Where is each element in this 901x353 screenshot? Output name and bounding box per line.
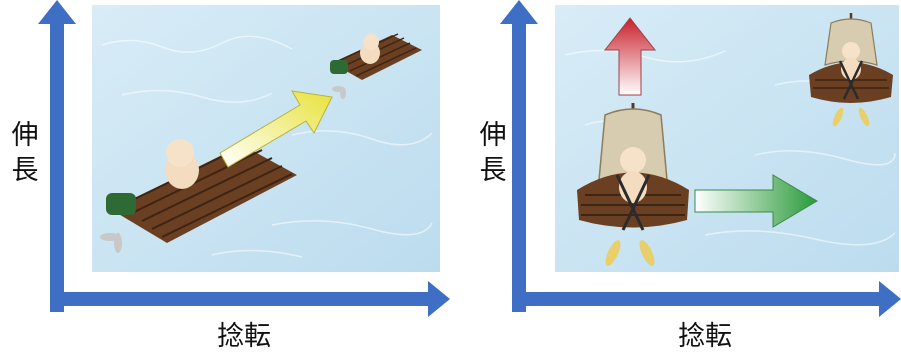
up-arrow [603,17,657,96]
motor-icon [330,60,348,74]
left-y-axis [50,22,64,312]
propeller-icon [100,233,122,253]
sail-raft-small [809,13,893,127]
motor-icon [106,193,136,215]
left-axes [38,0,450,317]
left-y-axis-label: 伸長 [11,120,39,186]
paddle-icon [605,240,655,266]
left-x-axis-arrowhead [428,281,450,317]
right-y-axis-label: 伸長 [479,120,507,186]
diagonal-arrow [219,90,333,168]
sail-raft-large [577,103,689,266]
person-head-icon [363,34,379,50]
left-panel: 伸長 捻転 [0,0,450,353]
right-x-axis-arrowhead [879,281,901,317]
left-scene [92,5,440,272]
rope-icon [615,174,651,231]
propeller-icon [332,86,346,99]
left-x-axis-label: 捻転 [217,321,271,352]
person-head-icon [842,42,860,60]
right-arrow [694,174,818,228]
right-panel: 伸長 捻転 [452,0,901,353]
water-ripples [101,35,433,258]
left-x-axis [50,292,430,306]
person-head-icon [620,147,646,173]
right-scene [555,5,899,272]
paddle-icon [832,107,870,127]
right-axes [500,0,901,317]
rope-icon [838,60,864,100]
right-x-axis [512,292,880,306]
raft-large [100,139,297,253]
person-head-icon [166,139,194,167]
raft-small [330,33,422,99]
right-y-axis [512,22,526,312]
left-y-axis-arrowhead [38,0,76,24]
right-y-axis-arrowhead [500,0,538,24]
right-x-axis-label: 捻転 [678,321,732,352]
